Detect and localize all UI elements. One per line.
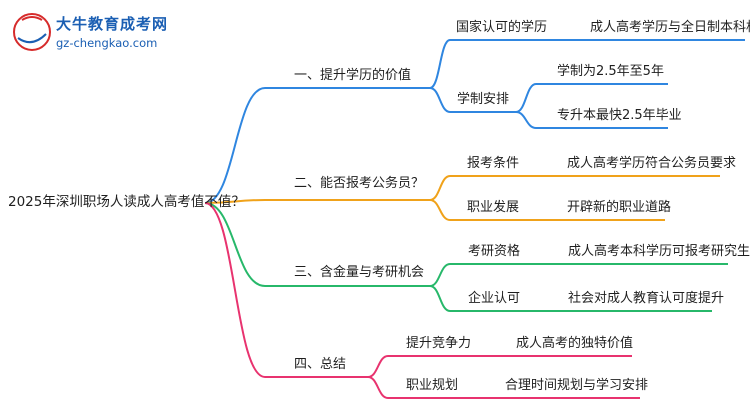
b2-child-2-label[interactable]: 职业发展 [467, 200, 520, 215]
logo-mark-icon [13, 13, 51, 51]
branch-4-label[interactable]: 四、总结 [294, 357, 347, 372]
connector-b1-c2 [429, 87, 516, 113]
connector-root-branch-2 [204, 199, 430, 204]
connector-b1-c1 [429, 39, 560, 89]
b2-child-1-leaf[interactable]: 成人高考学历符合公务员要求 [567, 156, 737, 171]
connector-b3-c1 [429, 263, 530, 287]
connector-b2-c2 [429, 199, 530, 221]
connector-root-branch-3 [204, 202, 430, 287]
branch-2-label[interactable]: 二、能否报考公务员？ [294, 176, 425, 191]
b3-child-1-label[interactable]: 考研资格 [468, 244, 521, 259]
b2-child-2-leaf[interactable]: 开辟新的职业道路 [567, 200, 672, 215]
logo-name: 大牛教育成考网 [56, 15, 169, 33]
connector-b2-c1 [429, 175, 530, 201]
b1-child-1-leaf[interactable]: 成人高考学历与全日制本科相同 [590, 20, 750, 35]
b1-child-2-label[interactable]: 学制安排 [457, 92, 510, 107]
b2-child-1-label[interactable]: 报考条件 [467, 156, 520, 171]
logo-url: gz-chengkao.com [56, 36, 158, 50]
connector-b1-c2-leaf2 [515, 111, 668, 129]
site-logo[interactable]: 大牛教育成考网 gz-chengkao.com [12, 12, 192, 56]
b4-child-2-label[interactable]: 职业规划 [406, 378, 459, 393]
b1-child-1-label[interactable]: 国家认可的学历 [456, 20, 548, 35]
b1-child-2-leaf-1[interactable]: 学制为2.5年至5年 [557, 64, 664, 79]
root-topic[interactable]: 2025年深圳职场人读成人高考值不值？ [8, 194, 245, 210]
connector-b1-c2-leaf1 [515, 83, 668, 113]
b4-child-2-leaf[interactable]: 合理时间规划与学习安排 [505, 378, 649, 393]
b4-child-1-leaf[interactable]: 成人高考的独特价值 [516, 336, 634, 351]
b4-child-1-label[interactable]: 提升竞争力 [406, 336, 472, 351]
b3-child-2-leaf[interactable]: 社会对成人教育认可度提升 [568, 291, 725, 306]
b3-child-1-leaf[interactable]: 成人高考本科学历可报考研究生 [568, 244, 750, 259]
branch-1-label[interactable]: 一、提升学历的价值 [294, 68, 412, 83]
b1-child-2-leaf-2[interactable]: 专升本最快2.5年毕业 [557, 108, 682, 123]
b3-child-2-label[interactable]: 企业认可 [468, 291, 521, 306]
connector-root-branch-1 [204, 87, 430, 204]
connector-b3-c2 [429, 285, 530, 312]
connector-b4-c1 [367, 355, 490, 378]
branch-3-label[interactable]: 三、含金量与考研机会 [294, 265, 425, 280]
connector-root-branch-4 [204, 202, 368, 378]
connector-b4-c2 [367, 376, 490, 399]
